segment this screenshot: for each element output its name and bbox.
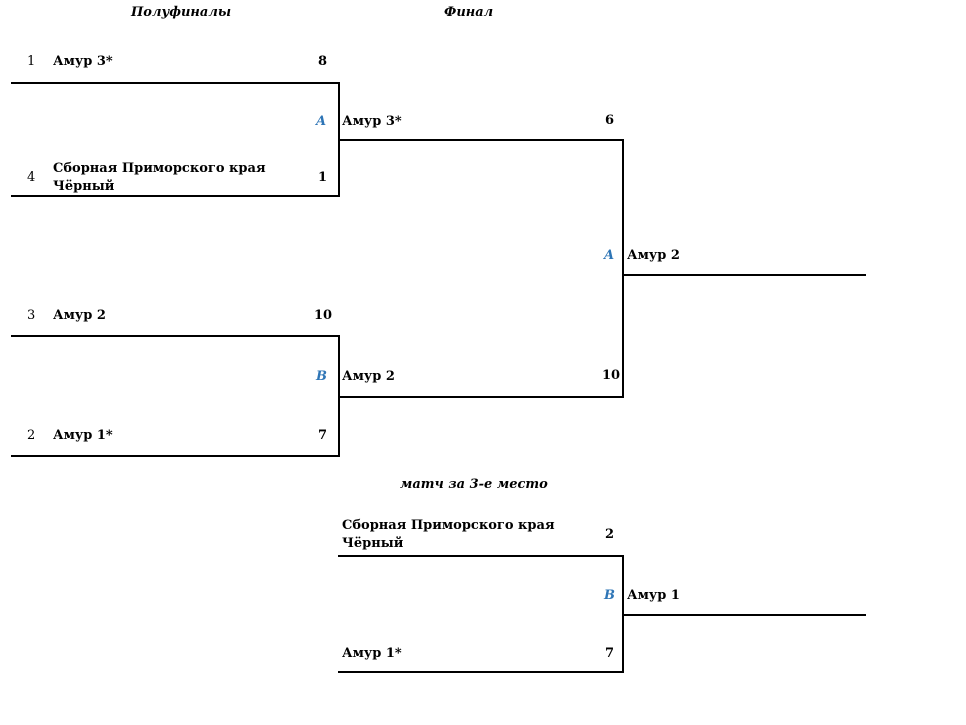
team-name: Сборная Приморского края	[342, 518, 555, 533]
bracket-line	[338, 671, 624, 673]
match-label: A	[604, 248, 615, 263]
bracket-line	[11, 455, 340, 457]
seed-number: 2	[27, 428, 36, 443]
seed-number: 4	[27, 170, 36, 185]
seed-number: 3	[27, 308, 36, 323]
bracket-line	[622, 274, 866, 276]
final-header: Финал	[444, 5, 494, 20]
match-label: B	[604, 588, 615, 603]
final-team-name: Амур 2	[342, 369, 395, 384]
match-label: A	[316, 114, 327, 129]
score: 7	[605, 646, 615, 661]
match-label: B	[316, 369, 327, 384]
bracket-connector	[622, 555, 624, 673]
third-place-winner-name: Амур 1	[627, 588, 680, 603]
bracket-line	[338, 555, 624, 557]
third-place-header: матч за 3-е место	[400, 477, 548, 492]
score: 7	[318, 428, 328, 443]
bracket-line	[11, 335, 340, 337]
team-name: Амур 1*	[53, 428, 113, 443]
team-name: Сборная Приморского края	[53, 161, 266, 176]
score: 2	[605, 527, 615, 542]
team-name-line2: Чёрный	[53, 179, 115, 194]
score: 1	[318, 170, 328, 185]
team-name: Амур 2	[53, 308, 106, 323]
bracket-line	[11, 82, 340, 84]
team-name-line2: Чёрный	[342, 536, 404, 551]
score: 10	[314, 308, 333, 323]
team-name: Амур 1*	[342, 646, 402, 661]
semifinals-header: Полуфиналы	[131, 5, 232, 20]
champion-name: Амур 2	[627, 248, 680, 263]
bracket-line	[622, 614, 866, 616]
bracket-line	[338, 139, 624, 141]
score: 8	[318, 54, 328, 69]
bracket-line	[11, 195, 340, 197]
bracket-line	[338, 396, 624, 398]
team-name: Амур 3*	[53, 54, 113, 69]
seed-number: 1	[27, 54, 36, 69]
score: 6	[605, 113, 615, 128]
bracket-connector	[622, 139, 624, 398]
final-team-name: Амур 3*	[342, 114, 402, 129]
score: 10	[602, 368, 621, 383]
